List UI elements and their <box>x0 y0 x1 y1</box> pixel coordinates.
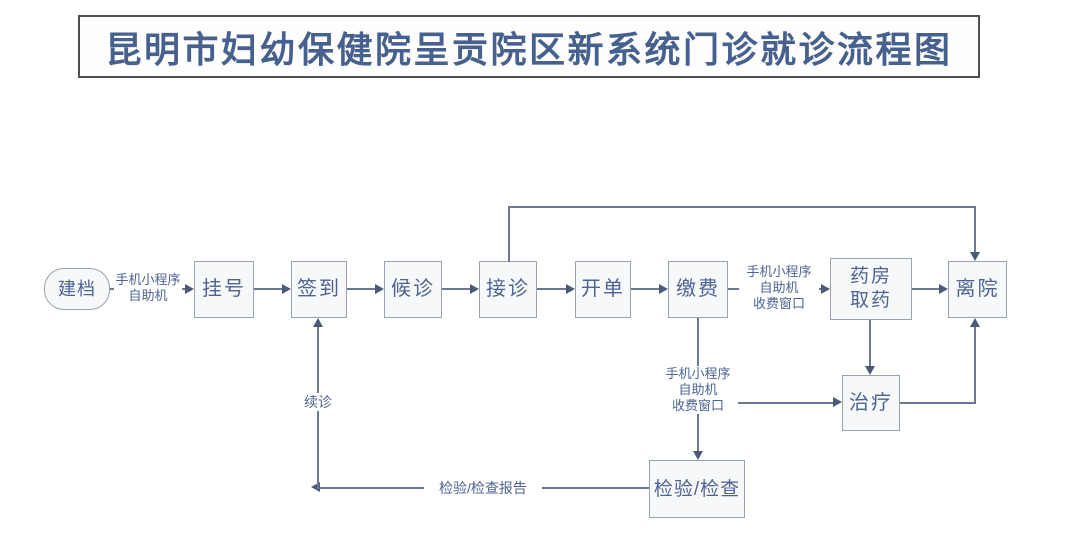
edge-consult-order-line <box>537 288 567 290</box>
node-pay: 缴费 <box>668 261 728 318</box>
node-wait: 候诊 <box>384 261 442 318</box>
edge-register-signin-line <box>254 288 283 290</box>
node-treatment: 治疗 <box>842 375 900 431</box>
edge-wait-consult-line <box>442 288 471 290</box>
arrowhead-into-treatment-top <box>865 366 875 375</box>
arrowhead-into-treatment-left <box>833 397 842 407</box>
arrowhead-into-pay <box>659 284 668 294</box>
edge-treatment-leave-hline <box>900 402 976 404</box>
label-pharmacy-channel: 手机小程序 自助机 收费窗口 <box>739 264 819 312</box>
node-leave: 离院 <box>948 261 1007 318</box>
node-register: 挂号 <box>194 261 254 318</box>
arrowhead-into-exam <box>693 451 703 460</box>
edge-consult-leave-hline <box>508 206 976 208</box>
label-revisit: 续诊 <box>296 393 340 411</box>
page-title: 昆明市妇幼保健院呈贡院区新系统门诊就诊流程图 <box>105 28 953 70</box>
title-box: 昆明市妇幼保健院呈贡院区新系统门诊就诊流程图 <box>78 15 980 78</box>
node-sign-in: 签到 <box>291 261 347 318</box>
arrowhead-into-signin-bottom <box>313 318 323 327</box>
arrowhead-into-signin <box>282 284 291 294</box>
edge-pharmacy-treatment-vline <box>869 320 871 366</box>
node-order: 开单 <box>575 261 631 318</box>
node-exam: 检验/检查 <box>649 460 745 518</box>
arrowhead-into-leave-top <box>970 252 980 261</box>
arrowhead-into-leave-bottom <box>970 318 980 327</box>
label-exam-channel: 手机小程序 自助机 收费窗口 <box>658 366 738 414</box>
node-pharmacy: 药房 取药 <box>830 258 912 320</box>
edge-consult-leave-vline1 <box>508 206 510 262</box>
arrowhead-into-pharmacy <box>821 284 830 294</box>
edge-signin-wait-line <box>347 288 376 290</box>
node-consult: 接诊 <box>479 261 537 318</box>
arrowhead-into-register <box>185 284 194 294</box>
arrowhead-into-consult <box>470 284 479 294</box>
arrowhead-into-wait <box>375 284 384 294</box>
label-exam-report: 检验/检查报告 <box>424 479 542 497</box>
label-register-channel: 手机小程序 自助机 <box>114 272 182 304</box>
edge-consult-leave-vline2 <box>974 206 976 252</box>
edge-order-pay-line <box>631 288 660 290</box>
edge-treatment-leave-vline <box>974 327 976 404</box>
edge-pharmacy-leave-line <box>912 288 940 290</box>
arrowhead-into-leave <box>939 284 948 294</box>
arrowhead-into-order <box>566 284 575 294</box>
node-create-file: 建档 <box>44 268 110 310</box>
edge-pay-treatment-hline <box>698 402 833 404</box>
arrowhead-report-corner <box>311 482 320 492</box>
